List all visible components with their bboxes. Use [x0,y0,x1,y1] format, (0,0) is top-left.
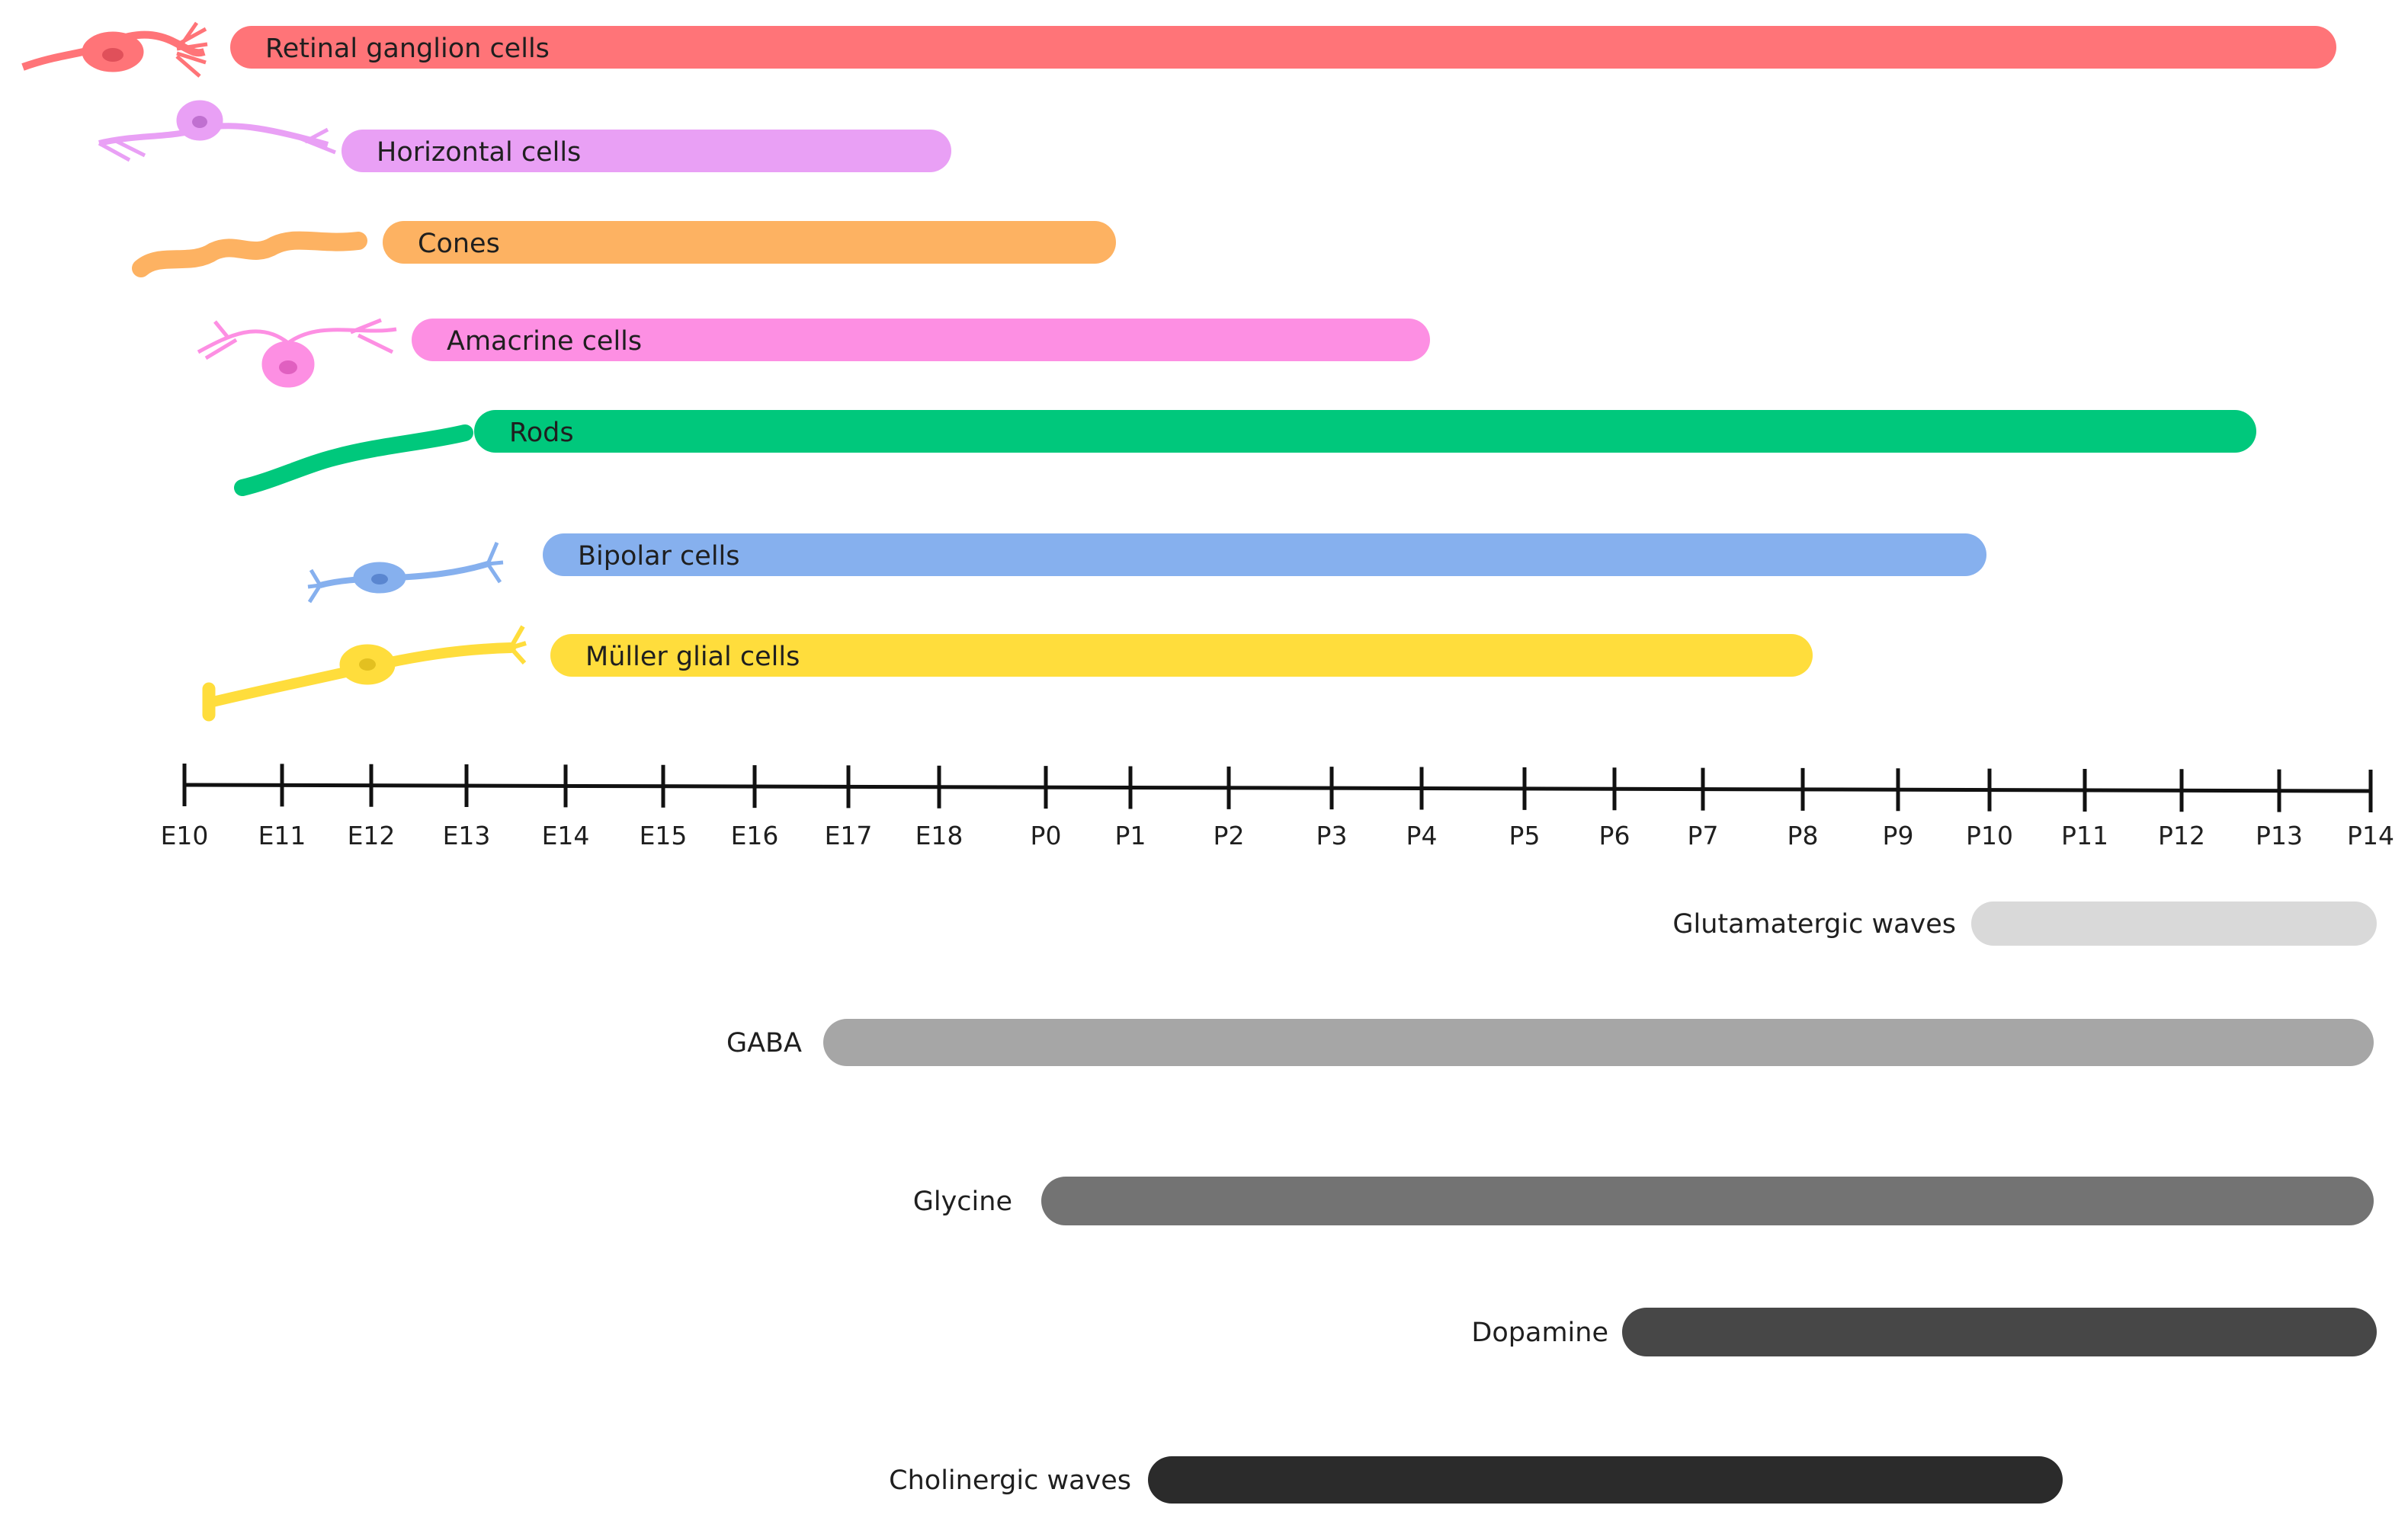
tick-label-p8: P8 [1788,821,1819,850]
tick-label-e12: E12 [348,821,396,850]
bar-label-horizontal-cells: Horizontal cells [377,137,581,168]
tick-label-p4: P4 [1406,821,1438,850]
tick-label-p0: P0 [1031,821,1062,850]
bar-horizontal-cells [341,130,951,172]
bar-dopamine [1622,1308,2377,1356]
ganglion-neuron-icon [21,21,208,78]
axis-line [184,783,2371,793]
bar-glycine [1041,1177,2374,1225]
bar-label-amacrine-cells: Amacrine cells [447,326,642,357]
bipolar-cell-icon [307,542,504,604]
bar-amacrine-cells [412,319,1430,361]
tick-label-e15: E15 [640,821,688,850]
horizontal-cell-icon [98,100,336,162]
bar-label-dopamine: Dopamine [1471,1318,1608,1348]
bar-glutamatergic-waves [1971,902,2377,946]
bar-label-glutamatergic-waves: Glutamatergic waves [1672,909,1956,940]
tick-label-p14: P14 [2347,821,2394,850]
bar-label-bipolar-cells: Bipolar cells [578,541,740,572]
tick-label-e17: E17 [825,821,873,850]
bar-label-gaba: GABA [726,1028,802,1058]
bar-cones [383,221,1116,264]
cone-cell-icon [132,231,367,277]
bar-cholinergic-waves [1148,1456,2063,1504]
tick-label-p3: P3 [1316,821,1348,850]
tick-label-p9: P9 [1883,821,1914,850]
tick-label-e11: E11 [258,821,306,850]
tick-label-e10: E10 [161,821,209,850]
bar-label-cholinergic-waves: Cholinergic waves [889,1465,1131,1496]
tick-label-e16: E16 [731,821,779,850]
tick-label-p10: P10 [1966,821,2013,850]
muller-glia-icon [202,625,527,722]
bar-m-ller-glial-cells [550,634,1813,677]
tick-label-p5: P5 [1509,821,1541,850]
tick-label-p1: P1 [1115,821,1146,850]
cell-icons [21,21,527,722]
tick-label-p12: P12 [2158,821,2205,850]
tick-label-p11: P11 [2061,821,2108,850]
tick-label-p7: P7 [1688,821,1719,850]
timeline-axis: E10 E11 E12 E13 E14 E15 E16 E17 E18 P0 P1 P2 P3 P4 P5 P… [161,764,2394,850]
bar-retinal-ganglion-cells [230,26,2336,69]
bar-rods [474,410,2256,453]
tick-label-p2: P2 [1214,821,1245,850]
bar-label-glycine: Glycine [913,1187,1012,1217]
amacrine-cell-icon [197,318,397,388]
rod-cell-icon [234,424,473,496]
bar-gaba [823,1019,2374,1066]
bar-label-rods: Rods [509,418,574,448]
bar-label-m-ller-glial-cells: Müller glial cells [585,642,800,672]
tick-label-e13: E13 [443,821,491,850]
bar-label-retinal-ganglion-cells: Retinal ganglion cells [265,34,550,64]
tick-label-p13: P13 [2256,821,2303,850]
tick-label-e18: E18 [915,821,964,850]
tick-label-p6: P6 [1599,821,1630,850]
tick-label-e14: E14 [542,821,590,850]
bar-label-cones: Cones [418,229,500,259]
bar-bipolar-cells [543,533,1986,576]
